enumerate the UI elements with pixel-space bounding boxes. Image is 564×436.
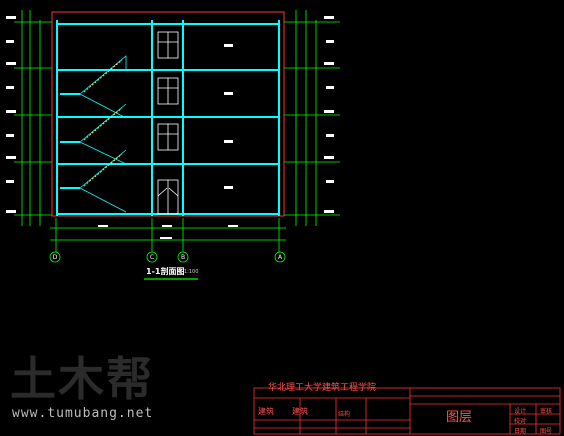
floor-slabs — [56, 23, 280, 215]
bottom-dim-text — [98, 225, 238, 239]
right-dimension-lines — [284, 10, 340, 226]
title-block-cell: 校对 — [514, 418, 527, 425]
title-block-cell: 设计 — [514, 408, 527, 415]
axis-label-d: D — [53, 254, 58, 261]
axis-label-b: B — [181, 254, 185, 261]
title-block-cell: 建筑 — [258, 407, 274, 416]
entrance-door — [157, 179, 179, 215]
windows — [157, 31, 179, 151]
level-markers — [6, 16, 334, 213]
title-block-cell: 建筑 — [292, 407, 308, 416]
section-title: 1-1剖面图 — [146, 267, 185, 276]
title-block — [253, 387, 561, 435]
watermark-logo: 土木帮 — [10, 352, 154, 406]
room-labels — [224, 44, 233, 189]
left-dimension-lines — [14, 10, 52, 226]
watermark-url: www.tumubang.net — [12, 406, 154, 421]
walls — [56, 20, 280, 216]
watermark: 土木帮 www.tumubang.net — [10, 356, 170, 428]
axis-label-a: A — [278, 254, 283, 261]
title-block-cell: 图号 — [540, 428, 553, 435]
bottom-dimension-lines — [50, 218, 286, 252]
title-block-cell: 日期 — [514, 428, 527, 435]
stair-flights — [60, 55, 127, 213]
title-block-drawing-name: 图层 — [446, 410, 473, 425]
axis-bubbles — [49, 251, 286, 263]
section-scale: 1:100 — [184, 269, 199, 275]
title-block-cell: 审核 — [540, 408, 553, 415]
title-block-cell: 结构 — [338, 411, 351, 418]
axis-label-c: C — [150, 254, 154, 261]
title-block-school: 华北理工大学建筑工程学院 — [268, 383, 377, 393]
outer-frame — [51, 11, 285, 217]
